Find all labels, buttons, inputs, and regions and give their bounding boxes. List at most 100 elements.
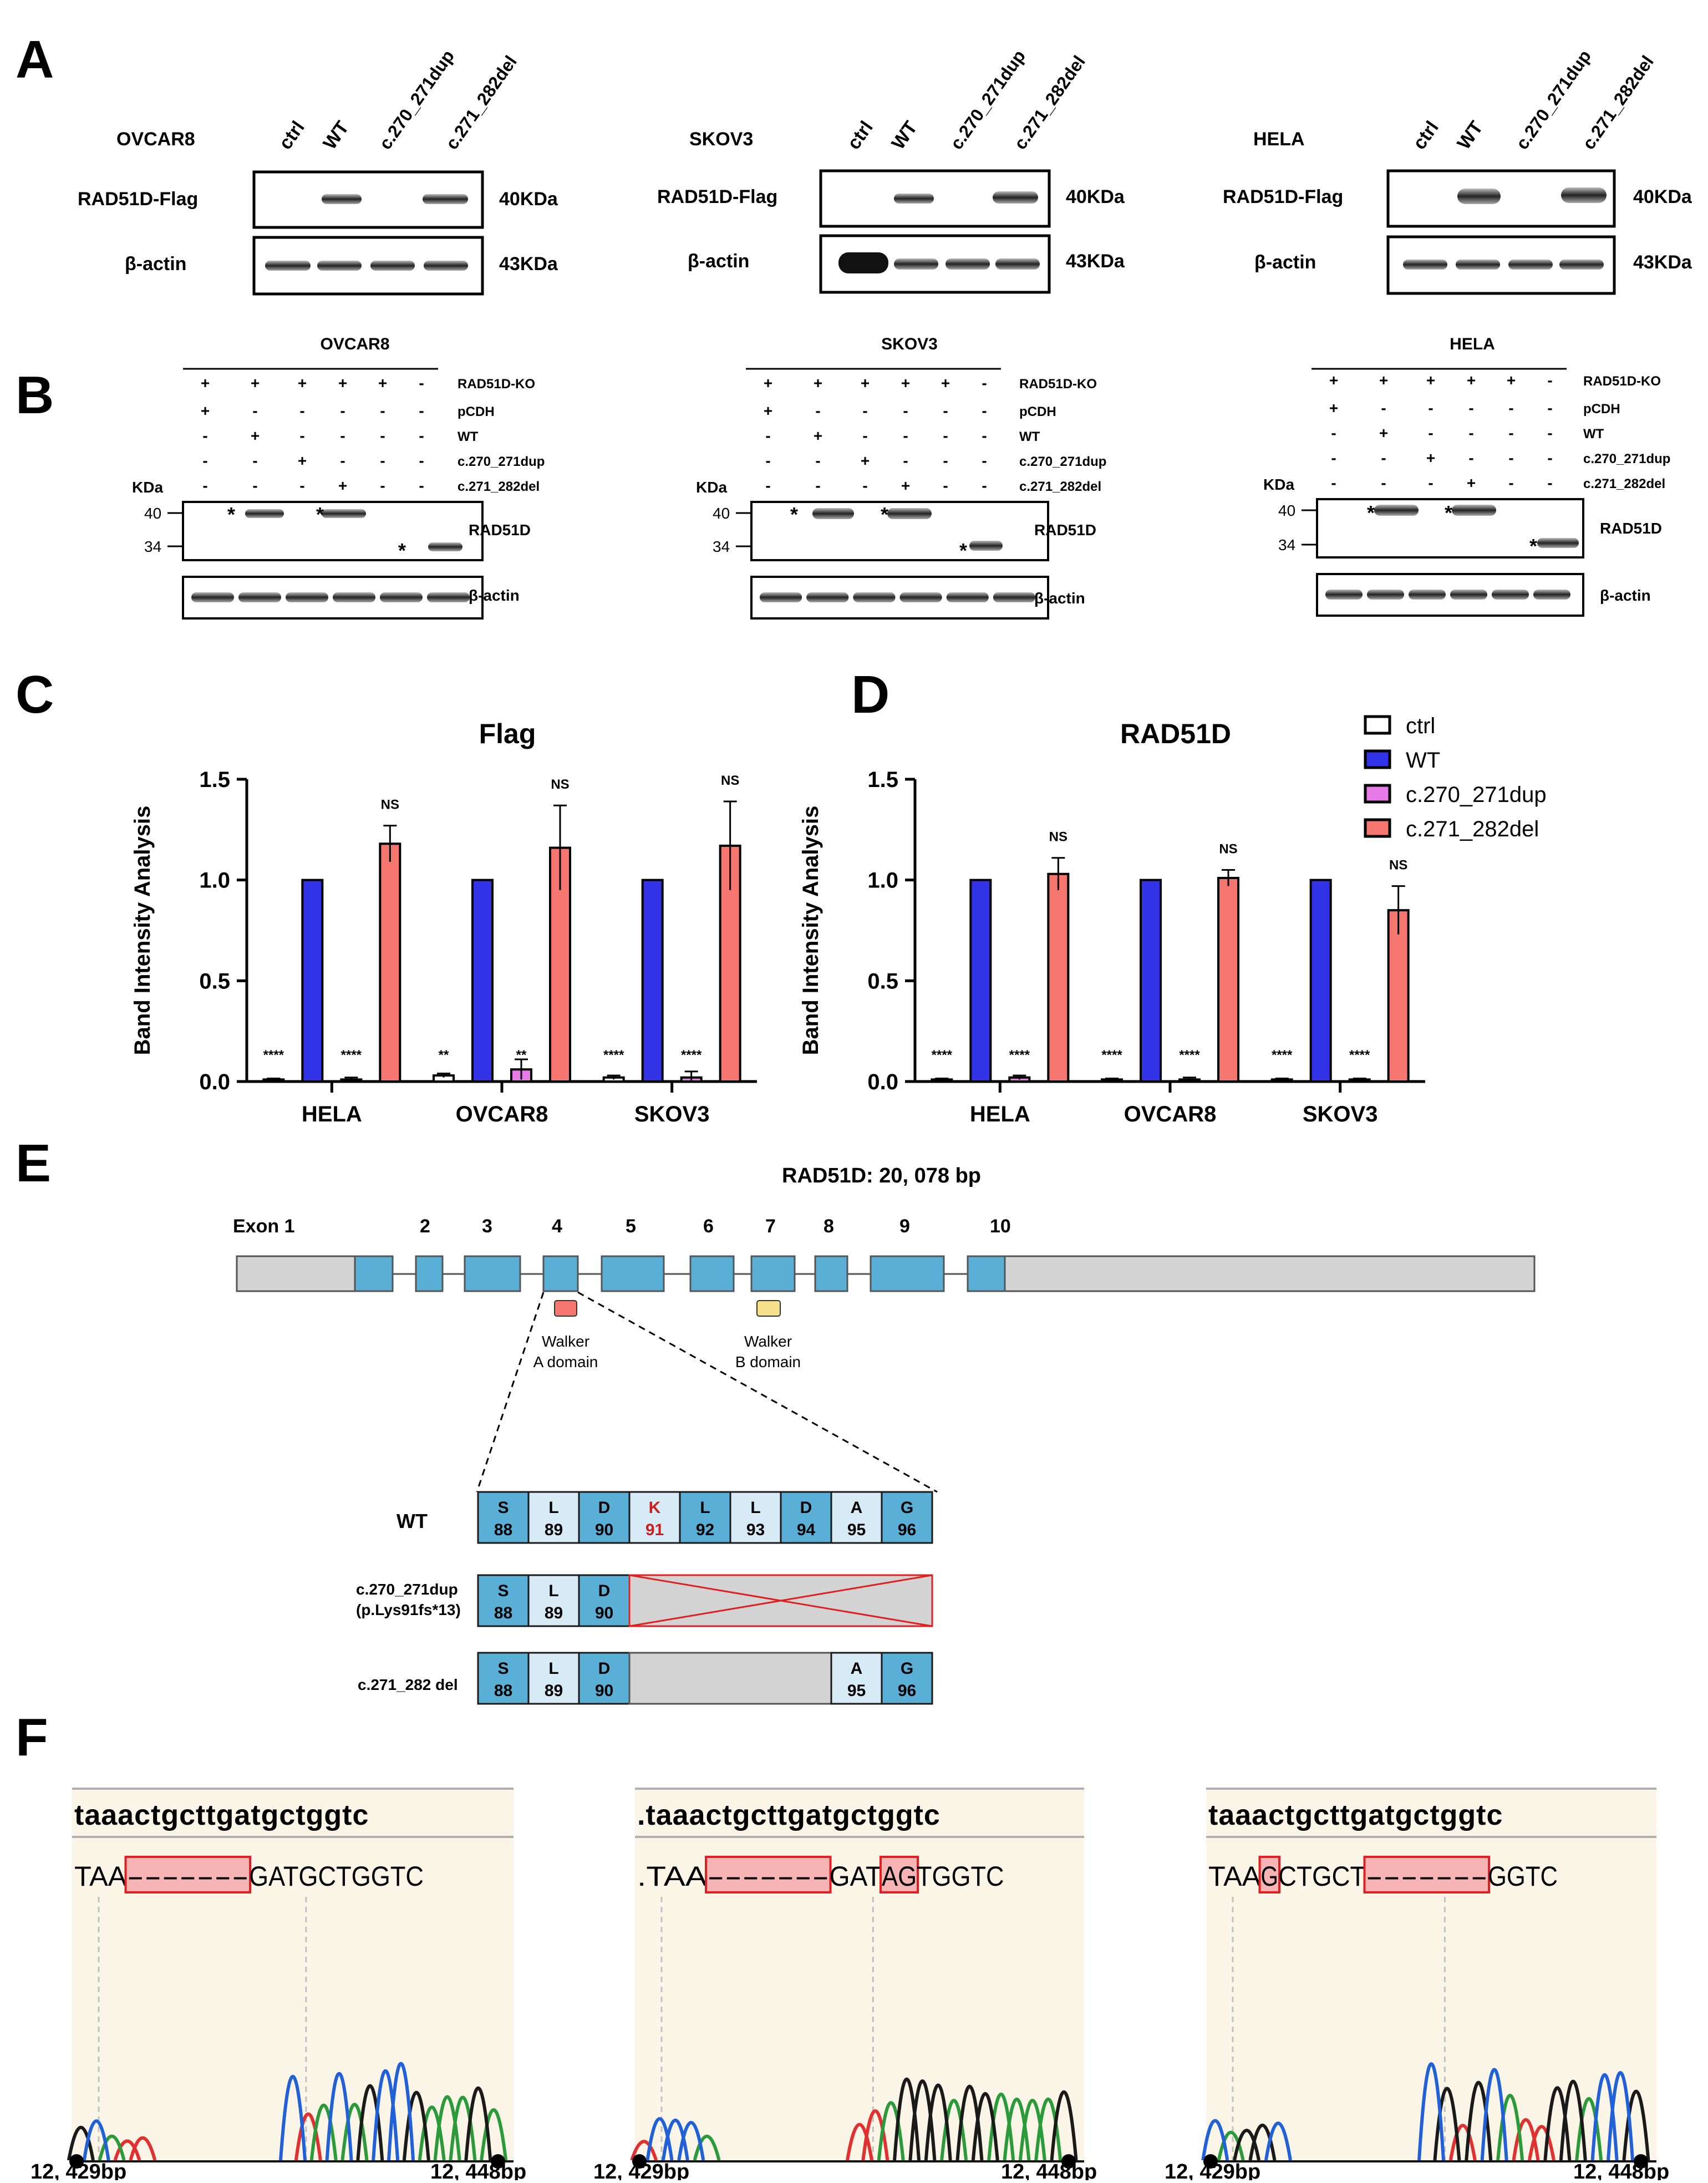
bar-c-271-282del [379, 842, 401, 1083]
trace-line [630, 2109, 889, 2161]
exon-label: 9 [899, 1216, 910, 1237]
trace-line [113, 2112, 322, 2161]
blot-a-hela: HELA ctrl WT c.270_271dup c.271_282del R… [1223, 46, 1692, 295]
deletion-box [1363, 1856, 1490, 1893]
bar-wt [641, 879, 664, 1083]
treatment-label: c.270_271dup [458, 454, 545, 469]
panel-letter-a: A [16, 30, 54, 89]
residue-cell: G96 [881, 1491, 933, 1544]
bar-c-271-282del [1047, 872, 1070, 1083]
asterisk-marker: * [398, 539, 406, 562]
exon-label: 8 [824, 1216, 834, 1237]
treatment-mark: - [202, 477, 207, 494]
exon-box [415, 1255, 444, 1292]
treatment-mark: + [378, 374, 387, 392]
panel-letter-b: B [16, 365, 54, 425]
legend-swatch [1364, 784, 1391, 804]
exon-label: 6 [703, 1216, 714, 1237]
exon-label: 5 [626, 1216, 636, 1237]
legend-item-wt: WT [1364, 748, 1440, 773]
legend-swatch [1364, 818, 1391, 838]
blot-row-label: RAD51D-Flag [1223, 186, 1343, 207]
band [993, 191, 1038, 204]
band [838, 252, 888, 273]
residue-number: 91 [645, 1521, 664, 1539]
trace-line [1448, 2118, 1556, 2161]
significance-label: NS [721, 773, 739, 788]
panel-letter-c: C [16, 665, 54, 724]
residue-cell: A95 [830, 1491, 883, 1544]
chart-legend: ctrl WT c.270_271dup c.271_282del [1364, 714, 1547, 841]
zoom-line [577, 1291, 938, 1493]
gene-map [236, 1255, 1536, 1292]
read-sequence: TAA [74, 1861, 127, 1892]
treatment-mark: + [338, 374, 347, 392]
treatment-label: WT [1019, 429, 1040, 444]
residue-letter: L [548, 1499, 558, 1517]
blot-box-flag [1386, 169, 1616, 228]
residue-cell: S88 [477, 1652, 530, 1705]
treatment-mark: - [982, 427, 987, 444]
treatment-mark: - [252, 402, 257, 419]
treatment-mark: - [252, 477, 257, 494]
treatment-mark: + [1507, 372, 1516, 389]
significance-label: NS [551, 777, 569, 792]
residue-letter: A [851, 1659, 863, 1678]
band [1533, 590, 1570, 600]
treatment-mark: + [1379, 424, 1388, 441]
chromatogram-background [72, 1789, 514, 2160]
treatment-mark: - [1381, 474, 1386, 491]
treatment-mark: - [1547, 372, 1552, 389]
significance-label: **** [681, 1048, 702, 1063]
y-tick-label: 1.5 [199, 768, 230, 792]
kda-label: 40KDa [499, 189, 558, 210]
band [1457, 189, 1501, 204]
treatment-mark: - [903, 402, 908, 419]
treatment-mark: - [1381, 449, 1386, 466]
treatment-mark: + [814, 374, 822, 392]
band [894, 194, 934, 204]
band [428, 542, 462, 551]
kda-label: KDa [1263, 476, 1294, 493]
end-marker [1061, 2154, 1076, 2169]
bar-wt [471, 879, 494, 1083]
blot-b-hela: HELA+++++-RAD51D-KO+-----pCDH-+----WT--+… [1263, 335, 1670, 617]
treatment-mark: + [901, 374, 910, 392]
residue-cell: D90 [578, 1574, 631, 1627]
treatment-mark: + [1426, 449, 1435, 466]
band [424, 261, 468, 271]
asterisk-marker: * [1367, 501, 1375, 524]
exon-label: 2 [420, 1216, 430, 1237]
treatment-mark: - [1547, 424, 1552, 441]
significance-label: **** [1009, 1048, 1030, 1063]
band [946, 592, 989, 602]
residue-box [881, 1491, 933, 1544]
treatment-mark: - [1331, 449, 1336, 466]
end-marker [491, 2154, 505, 2169]
treatment-mark: - [380, 427, 385, 444]
end-position: 12, 448bp [1001, 2160, 1097, 2180]
treatment-mark: - [1331, 424, 1336, 441]
marker-label: 40 [713, 505, 730, 522]
lane-label: WT [319, 117, 353, 153]
blot-label: RAD51D [469, 521, 531, 539]
exon-label: 7 [765, 1216, 776, 1237]
treatment-label: pCDH [1019, 404, 1056, 419]
treatment-mark: + [1426, 372, 1435, 389]
residue-letter: K [649, 1499, 661, 1517]
significance-label: NS [1219, 842, 1237, 857]
residue-letter: D [800, 1499, 812, 1517]
band [1456, 260, 1500, 270]
residue-number: 94 [797, 1521, 816, 1539]
y-tick-label: 0.0 [867, 1070, 898, 1094]
blot-row-label: RAD51D-Flag [657, 186, 777, 207]
band [853, 592, 896, 602]
kda-label: 40KDa [1066, 186, 1125, 207]
significance-label: NS [1389, 858, 1407, 873]
x-tick-label: SKOV3 [634, 1102, 710, 1126]
residue-cell: K 91 [628, 1491, 681, 1544]
treatment-mark: - [252, 452, 257, 469]
exon-box [354, 1255, 394, 1292]
